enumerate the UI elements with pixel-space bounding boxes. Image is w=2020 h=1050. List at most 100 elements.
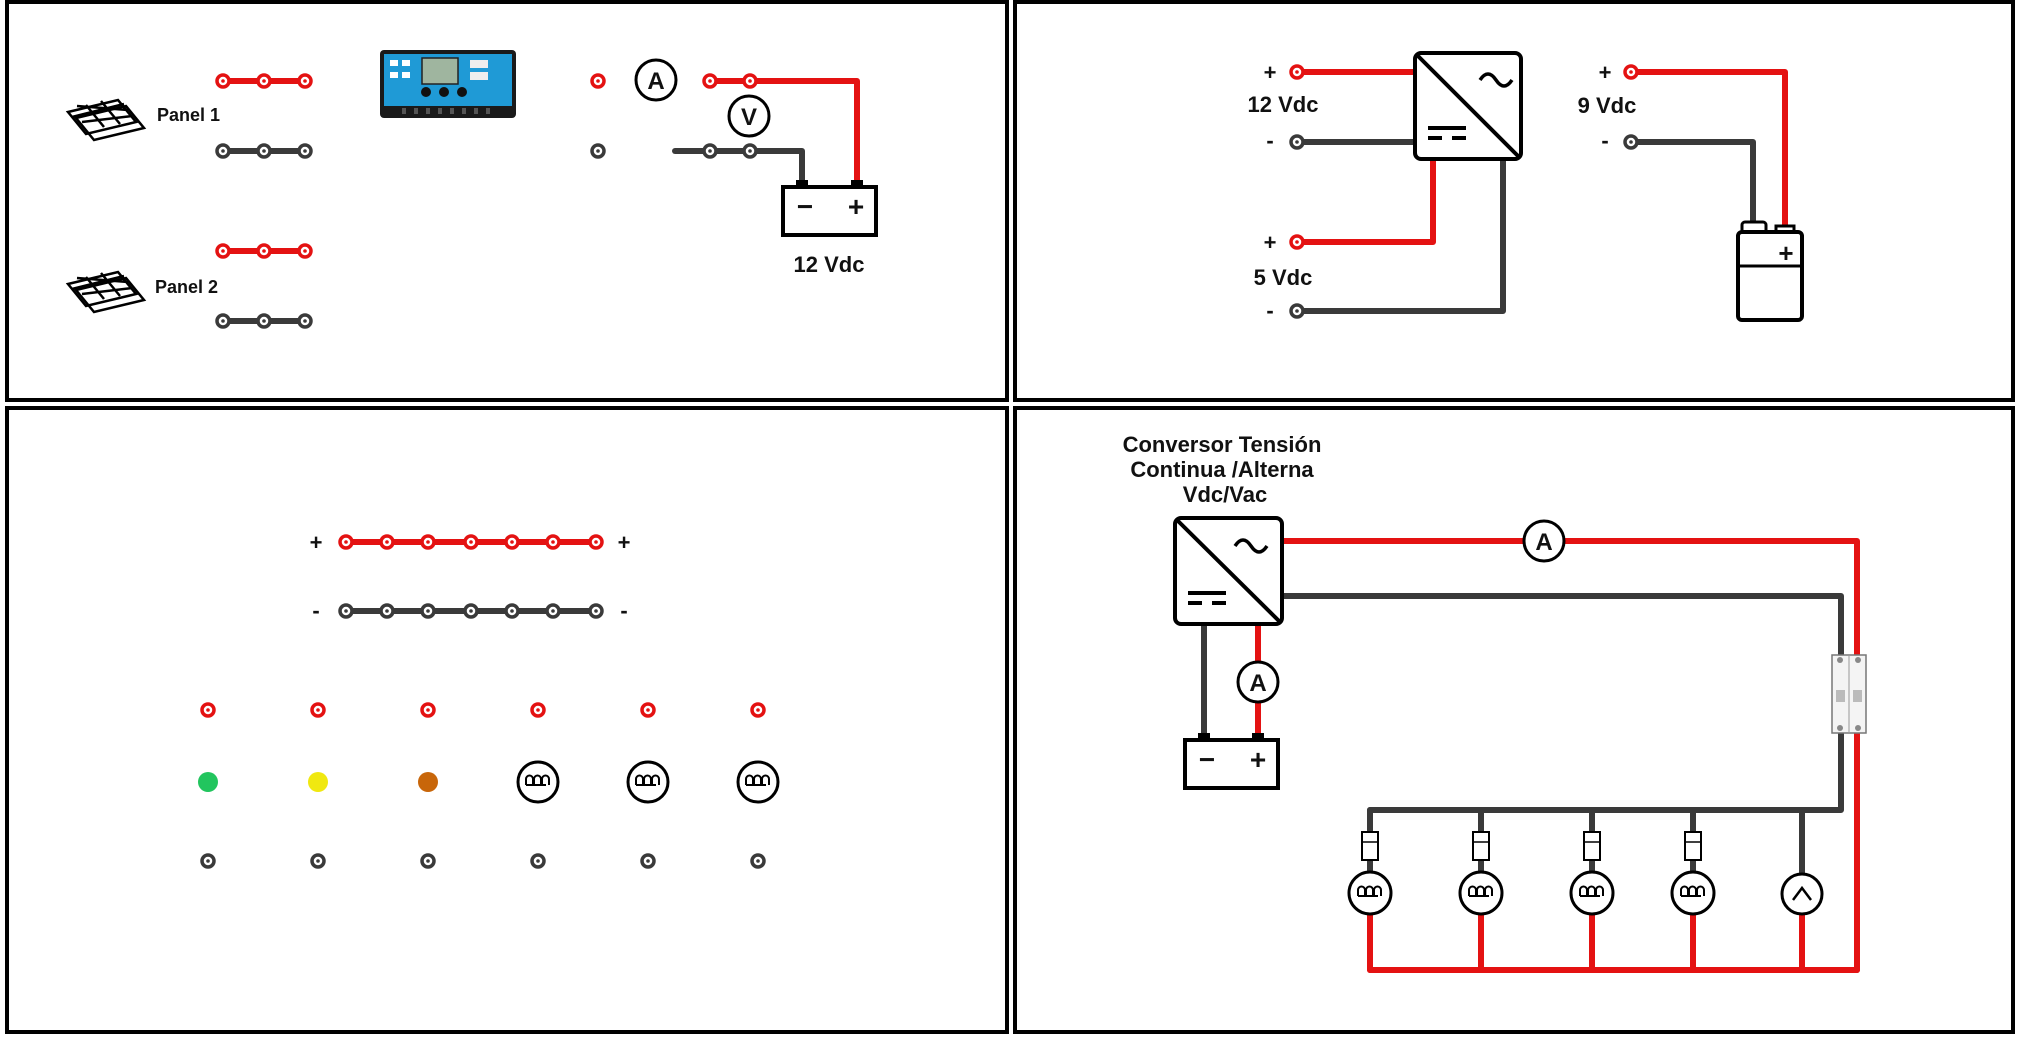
lamp-icon: [1347, 870, 1393, 916]
minus-5v: -: [1266, 298, 1273, 323]
svg-text:A: A: [1535, 529, 1552, 556]
battery-inverter: − +: [1183, 733, 1280, 790]
lamp-icon: [626, 760, 670, 804]
socket-icon: [1780, 872, 1824, 916]
lamp-icon: [516, 760, 560, 804]
charge-controller[interactable]: [380, 50, 516, 118]
terminal[interactable]: [200, 702, 216, 718]
panel-frame-inverter: [1013, 406, 2015, 1034]
terminal[interactable]: [215, 143, 231, 159]
terminal[interactable]: [590, 73, 606, 89]
svg-text:A: A: [1249, 670, 1266, 697]
fuse: [1361, 831, 1379, 861]
terminal[interactable]: [530, 853, 546, 869]
terminal[interactable]: [420, 603, 436, 619]
terminal[interactable]: [1289, 134, 1305, 150]
terminal[interactable]: [504, 534, 520, 550]
battery-12v-label: 12 Vdc: [794, 252, 865, 277]
inverter-title-2: Continua /Alterna: [1130, 457, 1314, 482]
bus-plus-right: +: [618, 530, 631, 555]
terminal[interactable]: [463, 603, 479, 619]
terminal[interactable]: [1623, 64, 1639, 80]
terminal[interactable]: [1623, 134, 1639, 150]
terminal[interactable]: [215, 243, 231, 259]
svg-text:+: +: [848, 191, 864, 222]
bus-plus-left: +: [310, 530, 323, 555]
terminal[interactable]: [297, 143, 313, 159]
terminal[interactable]: [1289, 234, 1305, 250]
terminal[interactable]: [1289, 303, 1305, 319]
dc-ac-inverter: [1173, 516, 1284, 626]
terminal[interactable]: [420, 702, 436, 718]
inverter-title-1: Conversor Tensión: [1123, 432, 1322, 457]
terminal[interactable]: [420, 853, 436, 869]
battery-12v: − +: [781, 180, 878, 237]
terminal[interactable]: [702, 143, 718, 159]
svg-text:V: V: [741, 104, 757, 131]
terminal[interactable]: [588, 603, 604, 619]
led-orange: [418, 772, 438, 792]
terminal[interactable]: [1289, 64, 1305, 80]
terminal[interactable]: [310, 702, 326, 718]
svg-text:+: +: [1250, 744, 1266, 775]
plus-5v: +: [1264, 230, 1277, 255]
terminal[interactable]: [545, 534, 561, 550]
lamp-icon: [1670, 870, 1716, 916]
terminal[interactable]: [256, 243, 272, 259]
terminal[interactable]: [590, 143, 606, 159]
panel-1-label: Panel 1: [157, 105, 220, 125]
terminal[interactable]: [640, 853, 656, 869]
terminal[interactable]: [297, 243, 313, 259]
ammeter-dc: A: [1236, 660, 1280, 704]
terminal[interactable]: [750, 702, 766, 718]
terminal[interactable]: [338, 603, 354, 619]
lamp-icon: [736, 760, 780, 804]
terminal[interactable]: [588, 534, 604, 550]
terminal[interactable]: [379, 603, 395, 619]
solar-panel-1-icon: [65, 98, 147, 142]
panel-frame-dcdc: [1013, 0, 2015, 402]
terminal[interactable]: [545, 603, 561, 619]
panel-2-label: Panel 2: [155, 277, 218, 297]
fuse: [1684, 831, 1702, 861]
bus-minus-left: -: [312, 598, 319, 623]
terminal[interactable]: [742, 143, 758, 159]
terminal[interactable]: [379, 534, 395, 550]
svg-text:−: −: [1199, 744, 1215, 775]
led-green: [198, 772, 218, 792]
terminal[interactable]: [215, 73, 231, 89]
bus-minus-right: -: [620, 598, 627, 623]
terminal[interactable]: [504, 603, 520, 619]
label-9v: 9 Vdc: [1578, 93, 1637, 118]
fuse: [1583, 831, 1601, 861]
svg-text:−: −: [797, 191, 813, 222]
minus-12v: -: [1266, 128, 1273, 153]
lamp-icon: [1569, 870, 1615, 916]
panel-frame-solar: [5, 0, 1009, 402]
terminal[interactable]: [420, 534, 436, 550]
plus-9v: +: [1599, 60, 1612, 85]
dc-dc-converter: [1413, 51, 1523, 161]
terminal[interactable]: [742, 73, 758, 89]
terminal[interactable]: [256, 313, 272, 329]
terminal[interactable]: [256, 143, 272, 159]
terminal[interactable]: [338, 534, 354, 550]
terminal[interactable]: [750, 853, 766, 869]
fuse: [1472, 831, 1490, 861]
ammeter-solar: A: [634, 58, 678, 102]
terminal[interactable]: [463, 534, 479, 550]
terminal[interactable]: [702, 73, 718, 89]
label-5v: 5 Vdc: [1254, 265, 1313, 290]
terminal[interactable]: [256, 73, 272, 89]
terminal[interactable]: [215, 313, 231, 329]
ammeter-ac: A: [1522, 519, 1566, 563]
terminal[interactable]: [640, 702, 656, 718]
terminal[interactable]: [530, 702, 546, 718]
terminal[interactable]: [297, 313, 313, 329]
terminal[interactable]: [200, 853, 216, 869]
panel-frame-loads: [5, 406, 1009, 1034]
circuit-breaker: [1831, 654, 1867, 734]
terminal[interactable]: [310, 853, 326, 869]
terminal[interactable]: [297, 73, 313, 89]
